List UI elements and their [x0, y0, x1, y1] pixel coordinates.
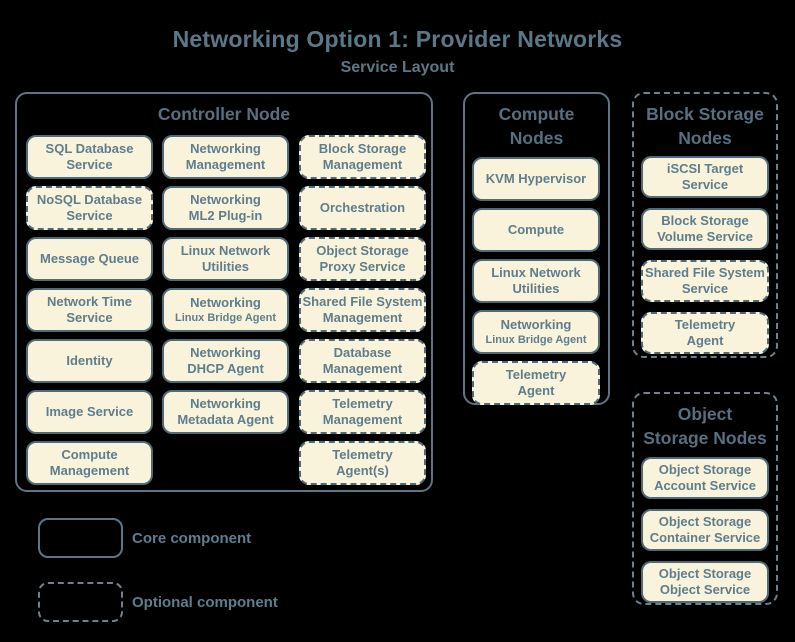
legend-optional-label: Optional component	[132, 593, 278, 611]
service-box: Identity	[26, 339, 153, 383]
service-box: Network Time Service	[26, 288, 153, 332]
service-box: Block Storage Volume Service	[641, 208, 769, 250]
service-box: Networking Linux Bridge Agent	[162, 288, 289, 332]
controller-column-3: Block Storage Management Orchestration O…	[299, 135, 426, 485]
service-box: Compute Management	[26, 441, 153, 485]
service-box: Object Storage Account Service	[641, 457, 769, 499]
block-storage-nodes-heading: Block Storage Nodes	[646, 104, 764, 148]
service-box: Networking ML2 Plug-in	[162, 186, 289, 230]
service-box: KVM Hypervisor	[472, 157, 600, 201]
compute-nodes-heading: Compute Nodes	[498, 104, 575, 148]
compute-column: KVM Hypervisor Compute Linux Network Uti…	[472, 157, 600, 405]
object-storage-column: Object Storage Account Service Object St…	[641, 457, 769, 603]
service-box: Networking Management	[162, 135, 289, 179]
service-box: Compute	[472, 208, 600, 252]
service-box: Networking Linux Bridge Agent	[472, 310, 600, 354]
legend-core-label: Core component	[132, 529, 252, 547]
service-box: Block Storage Management	[299, 135, 426, 179]
service-box: Telemetry Agent	[472, 361, 600, 405]
diagram-subtitle: Service Layout	[340, 59, 455, 76]
legend-core-swatch	[38, 518, 123, 558]
block-storage-column: iSCSI Target Service Block Storage Volum…	[641, 156, 769, 354]
service-box: Object Storage Container Service	[641, 509, 769, 551]
object-storage-nodes-heading: Object Storage Nodes	[643, 404, 767, 448]
block-storage-nodes-section: Block Storage Nodes iSCSI Target Service…	[632, 92, 778, 358]
controller-column-1: SQL Database Service NoSQL Database Serv…	[26, 135, 153, 485]
service-box: iSCSI Target Service	[641, 156, 769, 198]
controller-column-2: Networking Management Networking ML2 Plu…	[162, 135, 289, 434]
service-box: Object Storage Proxy Service	[299, 237, 426, 281]
service-box: Networking Metadata Agent	[162, 390, 289, 434]
controller-node-heading: Controller Node	[157, 104, 291, 124]
service-box: NoSQL Database Service	[26, 186, 153, 230]
service-box: Linux Network Utilities	[472, 259, 600, 303]
service-box: Telemetry Agent	[641, 312, 769, 354]
service-box: Message Queue	[26, 237, 153, 281]
service-box: Image Service	[26, 390, 153, 434]
service-box: Shared File System Service	[641, 260, 769, 302]
service-box: Networking DHCP Agent	[162, 339, 289, 383]
diagram-title: Networking Option 1: Provider Networks	[172, 26, 623, 52]
service-box: Telemetry Management	[299, 390, 426, 434]
service-box: SQL Database Service	[26, 135, 153, 179]
service-box: Database Management	[299, 339, 426, 383]
legend-optional-swatch	[38, 582, 123, 622]
service-box: Shared File System Management	[299, 288, 426, 332]
service-box: Orchestration	[299, 186, 426, 230]
service-box: Linux Network Utilities	[162, 237, 289, 281]
service-box: Telemetry Agent(s)	[299, 441, 426, 485]
compute-nodes-section: Compute Nodes KVM Hypervisor Compute Lin…	[463, 92, 610, 405]
object-storage-nodes-section: Object Storage Nodes Object Storage Acco…	[632, 392, 778, 605]
service-box: Object Storage Object Service	[641, 561, 769, 603]
controller-node-section: Controller Node SQL Database Service NoS…	[15, 92, 433, 492]
